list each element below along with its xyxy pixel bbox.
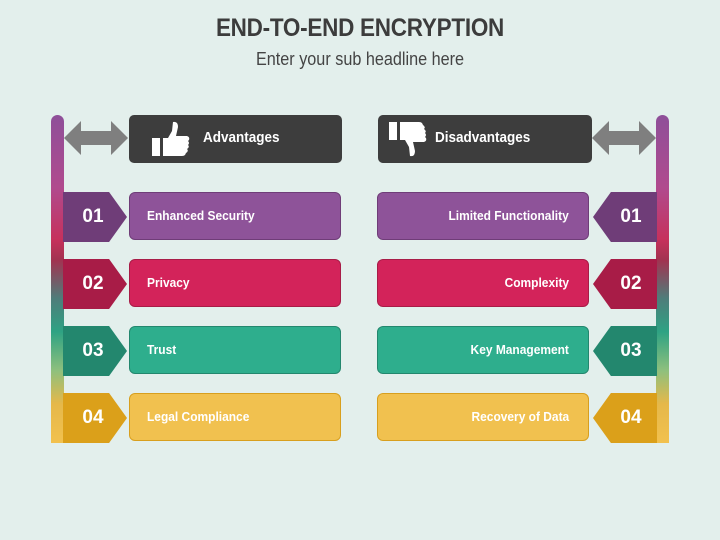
disadvantage-item: Recovery of Data [377, 393, 589, 441]
advantage-number-tag: 02 [63, 259, 127, 309]
advantage-item: Enhanced Security [129, 192, 341, 240]
disadvantage-item: Limited Functionality [377, 192, 589, 240]
advantage-number-tag: 03 [63, 326, 127, 376]
disadvantage-item: Complexity [377, 259, 589, 307]
disadvantage-number-tag: 03 [593, 326, 657, 376]
thumbs-up-icon [152, 121, 190, 156]
disadvantage-item: Key Management [377, 326, 589, 374]
advantage-item: Privacy [129, 259, 341, 307]
page-title: END-TO-END ENCRYPTION [215, 14, 505, 42]
advantages-heading: Advantages [203, 129, 280, 146]
disadvantages-header: Disadvantages [378, 115, 592, 163]
advantage-number-tag: 04 [63, 393, 127, 443]
advantages-header: Advantages [129, 115, 342, 163]
thumbs-down-icon [389, 122, 427, 157]
page-subtitle: Enter your sub headline here [255, 49, 465, 69]
advantage-item: Trust [129, 326, 341, 374]
advantage-number-tag: 01 [63, 192, 127, 242]
advantage-item: Legal Compliance [129, 393, 341, 441]
right-double-arrow-icon [592, 121, 656, 155]
left-gradient-bar [51, 115, 64, 443]
disadvantages-heading: Disadvantages [435, 129, 531, 146]
disadvantage-number-tag: 04 [593, 393, 657, 443]
disadvantage-number-tag: 02 [593, 259, 657, 309]
right-gradient-bar [656, 115, 669, 443]
left-double-arrow-icon [64, 121, 128, 155]
disadvantage-number-tag: 01 [593, 192, 657, 242]
